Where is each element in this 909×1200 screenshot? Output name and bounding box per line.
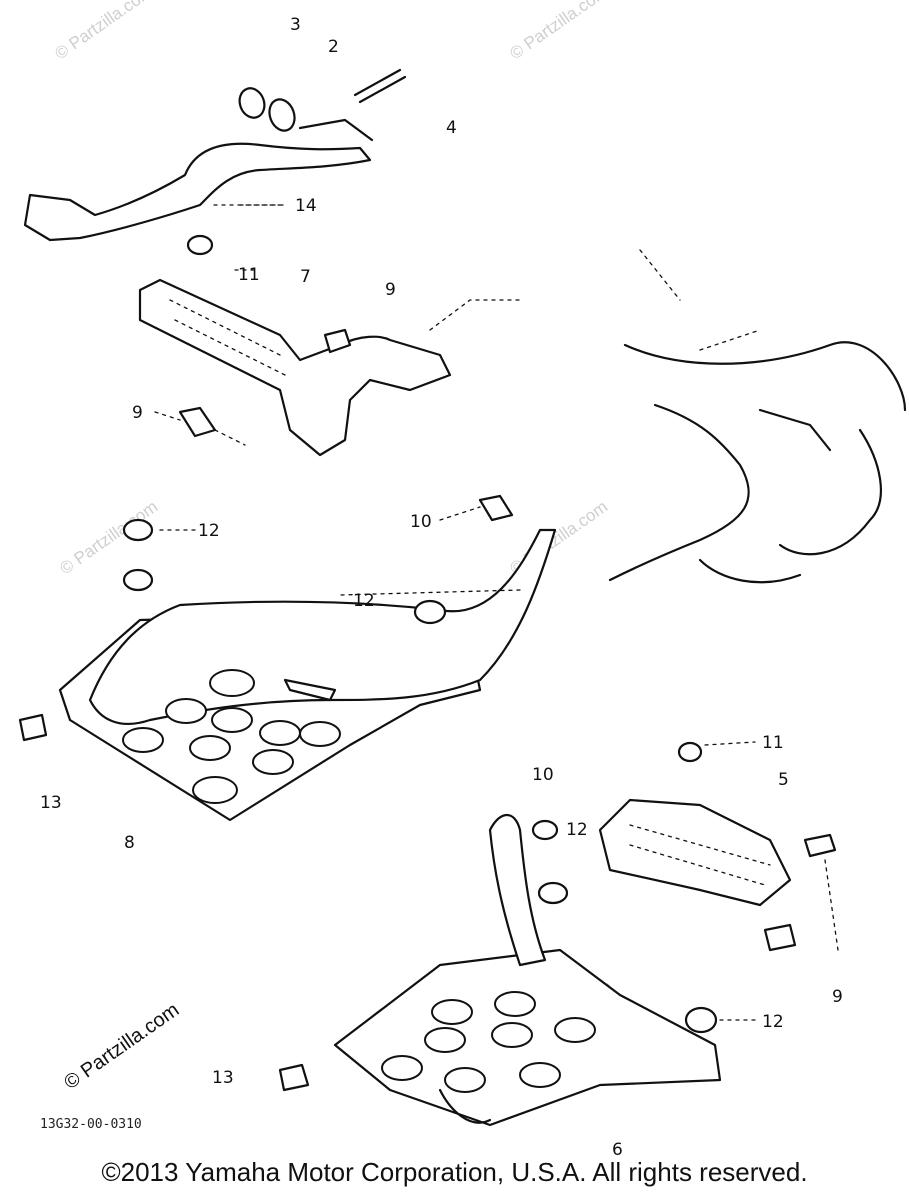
nut-12c (531, 819, 559, 841)
bolt-13a (18, 713, 48, 742)
bolt-10a (478, 494, 514, 522)
footboard-right (278, 813, 722, 1127)
washer-2 (268, 98, 296, 132)
callout-7: 7 (300, 267, 311, 287)
callout-4: 4 (446, 118, 457, 138)
callout-5: 5 (778, 770, 789, 790)
drawing-code: 13G32-00-0310 (40, 1117, 142, 1132)
bolt-9b (178, 406, 217, 438)
footboard-left (18, 494, 557, 822)
leader-lines (154, 204, 761, 1021)
callout-10: 10 (410, 512, 432, 532)
bolt-9a (323, 328, 352, 354)
watermark: © Partzilla.com (51, 0, 156, 63)
callout-11: 11 (238, 265, 260, 285)
nut-12b (413, 599, 447, 625)
washer-3 (238, 87, 266, 119)
callout-12: 12 (353, 591, 375, 611)
frame-outline (608, 249, 907, 584)
callout-14: 14 (295, 196, 317, 216)
footrest-bracket-left (138, 234, 521, 457)
nut-11b (677, 741, 703, 763)
callout-12: 12 (198, 521, 220, 541)
nut-11 (186, 234, 214, 256)
watermark: © Partzilla.com (506, 0, 611, 63)
callout-9: 9 (832, 987, 843, 1007)
nut-12a (122, 518, 154, 542)
bolt-13b (278, 1063, 310, 1092)
callout-12: 12 (762, 1012, 784, 1032)
callout-3: 3 (290, 15, 301, 35)
callout-10: 10 (532, 765, 554, 785)
copyright-notice: ©2013 Yamaha Motor Corporation, U.S.A. A… (101, 1157, 808, 1187)
brake-pedal (23, 68, 407, 242)
callout-13: 13 (212, 1068, 234, 1088)
callout-6: 6 (612, 1140, 623, 1160)
nut-12d (684, 1006, 718, 1034)
pin-4 (353, 68, 407, 104)
watermark-dark: © Partzilla.com (60, 999, 183, 1094)
footrest-right (598, 741, 839, 952)
callout-12: 12 (566, 820, 588, 840)
callout-9: 9 (132, 403, 143, 423)
callout-13: 13 (40, 793, 62, 813)
callout-8: 8 (124, 833, 135, 853)
callout-11: 11 (762, 733, 784, 753)
callout-2: 2 (328, 37, 339, 57)
callout-labels: 3 2 4 14 11 7 9 9 10 12 12 13 8 10 11 5 … (40, 15, 843, 1160)
callout-9: 9 (385, 280, 396, 300)
